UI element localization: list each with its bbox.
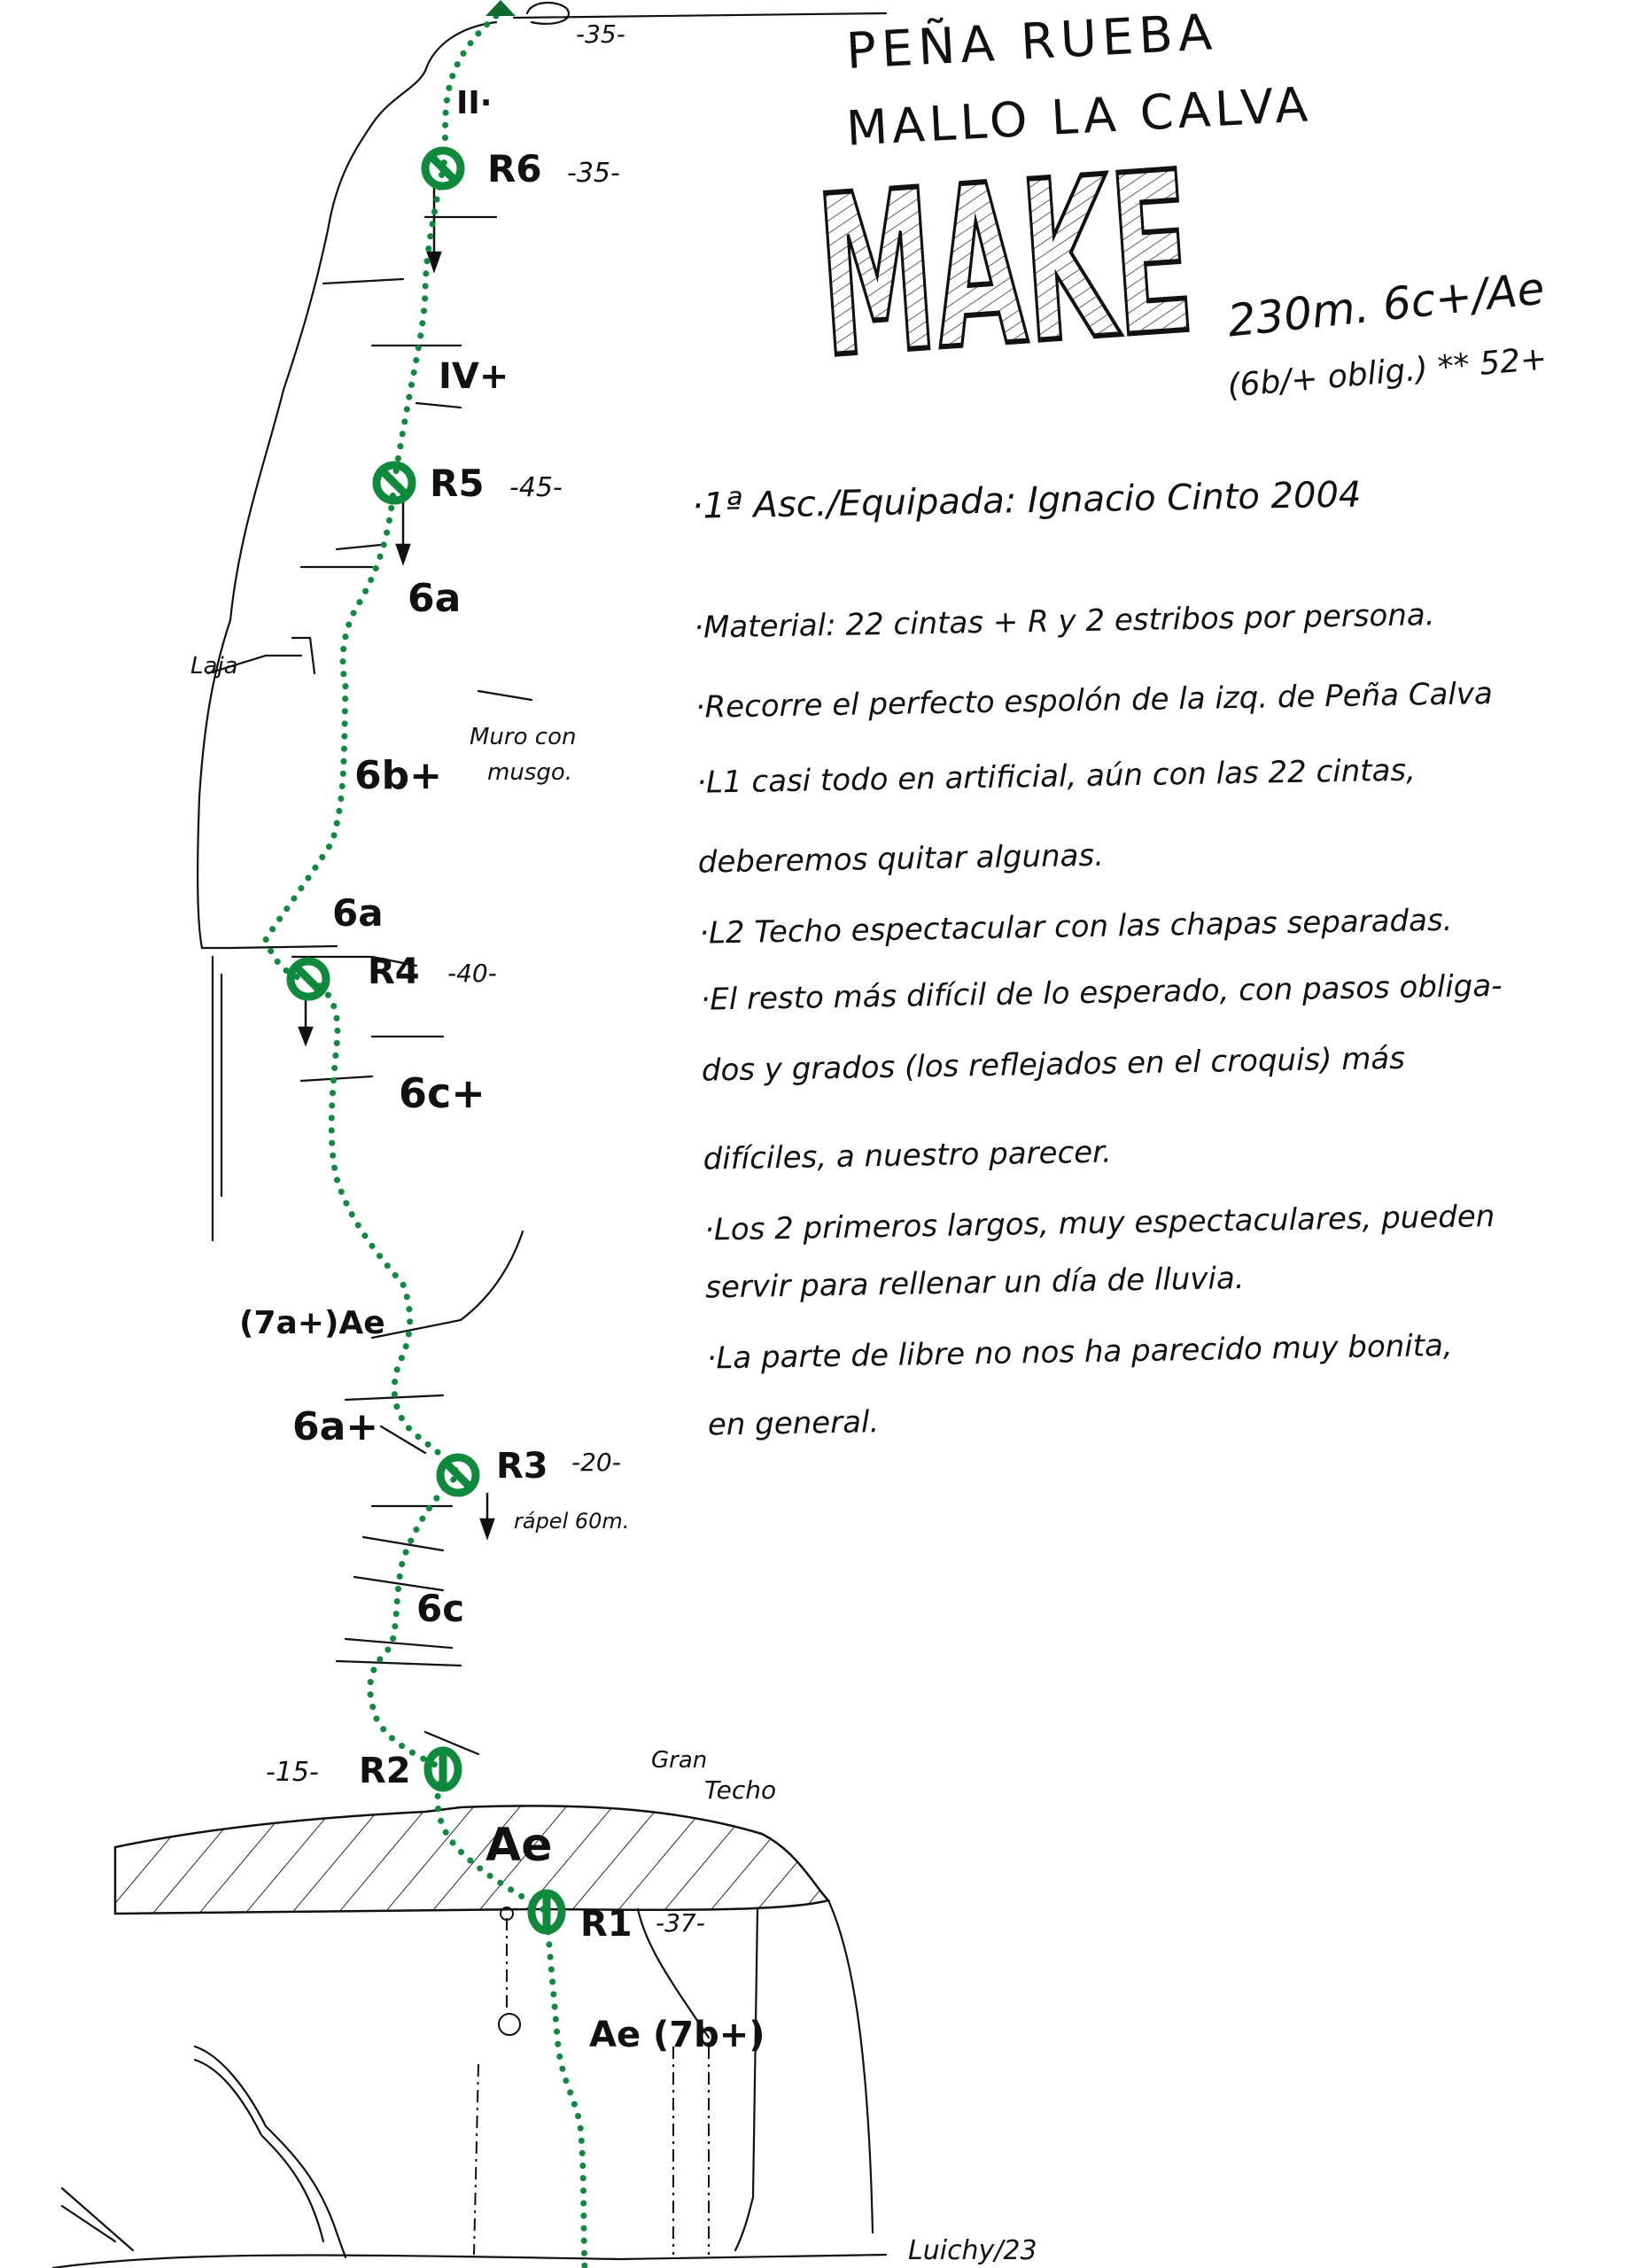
belay-label: R2 [359, 1751, 411, 1791]
pitch-grade: 6b+ [354, 753, 442, 798]
route-name-logo: MAKE [808, 121, 1202, 410]
pitch-grade: Ae [485, 1819, 553, 1872]
belay-label: R1 [580, 1904, 633, 1945]
belay-icons [286, 146, 566, 1935]
belay-label: R4 [368, 951, 420, 992]
rappel-arrow-icon [426, 251, 442, 274]
pitch-grade: 6a+ [292, 1404, 378, 1449]
pitch-grade: (7a+)Ae [239, 1305, 385, 1341]
note-line: deberemos quitar algunas. [697, 837, 1105, 881]
belay-r3-icon [436, 1453, 480, 1497]
pitch-grade: 6a [332, 891, 384, 935]
belay-r5-icon [372, 461, 416, 505]
belay-r6-icon [421, 146, 465, 190]
route-name: MAKE [811, 124, 1200, 408]
laja-label: Laja [190, 653, 238, 680]
rappel-arrow-icon [479, 1518, 495, 1541]
belay-r1-icon [527, 1889, 566, 1935]
pitch-grade: Ae (7b+) [589, 2015, 765, 2055]
belay-label: R5 [430, 462, 485, 505]
pitch-length: -35- [567, 158, 620, 189]
wall-note: Muro con [470, 724, 576, 750]
rappel-arrow-icon [395, 543, 411, 566]
pitch-grade: 6c [416, 1587, 464, 1630]
pitch-grade: 6a [408, 576, 461, 621]
pitch-length: -37- [656, 1908, 705, 1938]
route-line [262, 12, 588, 2268]
belay-label: R3 [496, 1446, 548, 1487]
note-line: en general. [707, 1404, 880, 1443]
summit-triangle-icon [485, 0, 516, 16]
pitch-length: -45- [509, 472, 563, 503]
rappel-arrow-icon [298, 1026, 314, 1047]
author-signature: Luichy/23 [908, 2235, 1037, 2266]
summit-bush [525, 2, 571, 25]
rappel-note: rápel 60m. [514, 1509, 629, 1534]
roof-label: Gran [651, 1747, 707, 1774]
pitch-length: -15- [266, 1757, 319, 1788]
belay-r2-icon [423, 1746, 462, 1792]
pitch-length: -20- [571, 1448, 621, 1477]
note-line: difíciles, a nuestro parecer. [703, 1134, 1113, 1177]
pitch-grade: II· [456, 85, 492, 121]
top-pitch-length: -35- [576, 19, 625, 49]
roof-label: Techo [704, 1775, 776, 1805]
belay-r4-icon [286, 957, 330, 1001]
pitch-grade: 6c+ [399, 1069, 485, 1117]
pitch-grade: IV+ [439, 356, 509, 397]
belay-label: R6 [487, 147, 542, 190]
pitch-length: -40- [447, 959, 497, 988]
rappel-arrows [298, 186, 495, 1541]
wall-note: musgo. [487, 759, 572, 786]
